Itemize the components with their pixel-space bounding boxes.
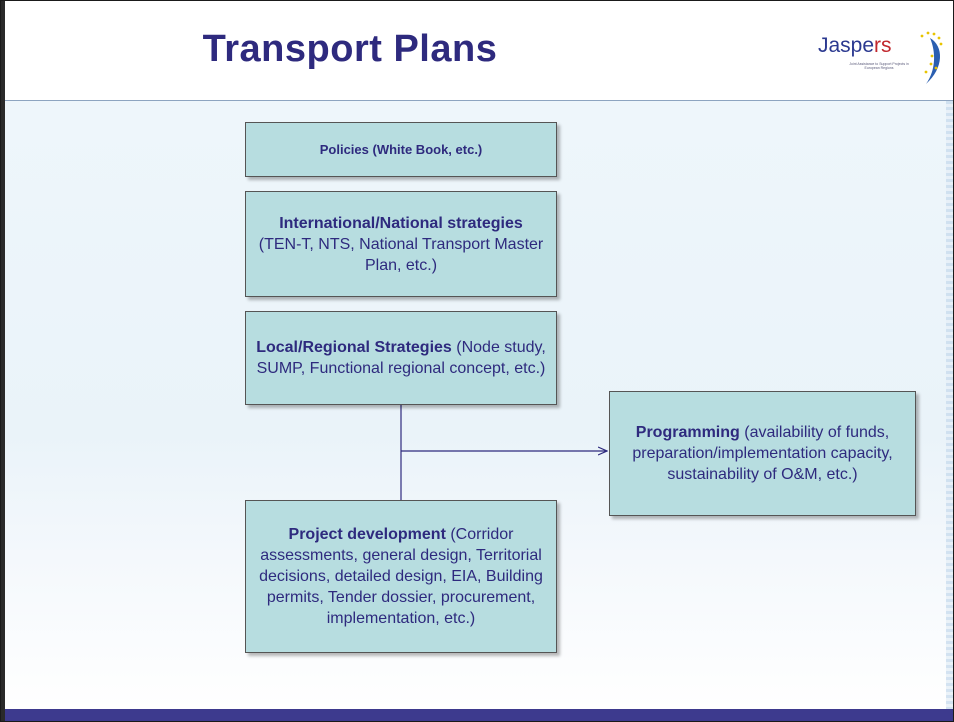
box-national-content: International/National strategies (TEN-T…: [256, 213, 546, 276]
box-programming-heading: Programming: [635, 424, 740, 441]
box-programming-text: (availability of funds, preparation/impl…: [632, 424, 893, 483]
slide-left-border: [0, 0, 5, 722]
box-project-heading: Project development: [288, 526, 446, 543]
box-programming-content: Programming (availability of funds, prep…: [620, 422, 905, 485]
eu-stars-icon: [920, 31, 943, 84]
box-project-text: (Corridor assessments, general design, T…: [259, 526, 543, 627]
logo-wordmark-part1: Jaspe: [818, 34, 875, 57]
box-national-heading: International/National strategies: [279, 214, 523, 232]
logo-wordmark-part2: rs: [874, 34, 892, 57]
slide-title: Transport Plans: [202, 28, 498, 70]
box-local-content: Local/Regional Strategies (Node study, S…: [256, 337, 546, 379]
box-local-strategies: Local/Regional Strategies (Node study, S…: [245, 311, 557, 405]
slide-right-decoration: [946, 101, 954, 709]
box-project-development: Project development (Corridor assessment…: [245, 500, 557, 653]
slide-footer-bar: [5, 709, 954, 722]
box-national-strategies: International/National strategies (TEN-T…: [245, 191, 557, 297]
header-divider: [5, 100, 954, 101]
box-local-heading: Local/Regional Strategies: [256, 339, 452, 356]
logo-tagline: Joint Assistance to Support Projects in …: [849, 62, 909, 70]
box-project-content: Project development (Corridor assessment…: [256, 524, 546, 629]
logo-wordmark: Jaspers: [818, 34, 892, 58]
box-programming: Programming (availability of funds, prep…: [609, 391, 916, 516]
box-local-text: (Node study, SUMP, Functional regional c…: [256, 339, 546, 377]
box-national-text: (TEN-T, NTS, National Transport Master P…: [258, 235, 544, 274]
jaspers-logo: Jaspers Joint Assistance to Support Proj…: [818, 28, 948, 90]
box-policies: Policies (White Book, etc.): [245, 122, 557, 177]
box-policies-text: Policies (White Book, etc.): [319, 142, 483, 157]
